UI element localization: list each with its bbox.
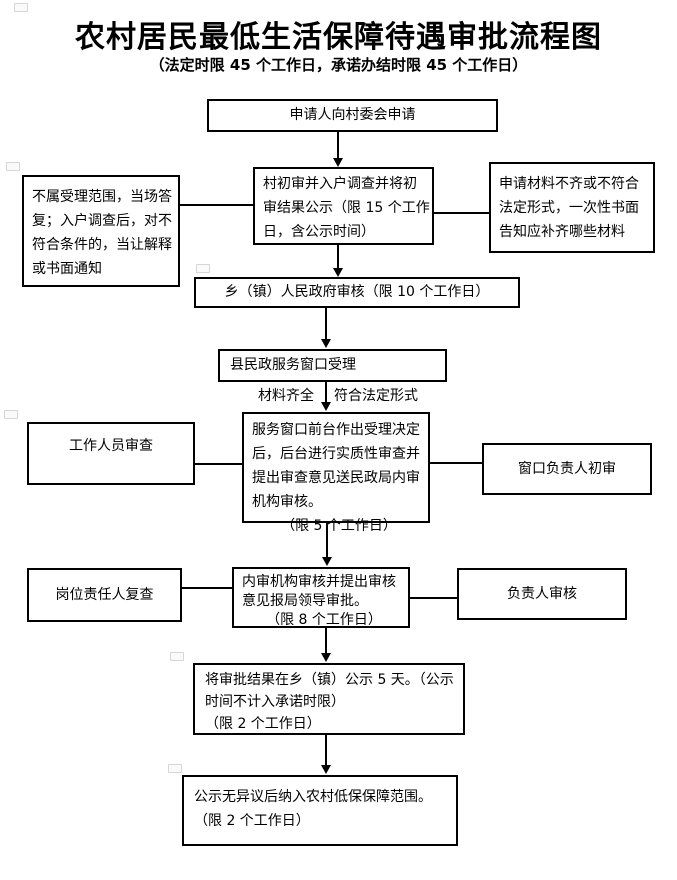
arrowhead-icon bbox=[321, 402, 331, 411]
node-internal-audit-limit: （限 8 个工作日） bbox=[266, 612, 382, 628]
object-anchor-mark bbox=[196, 264, 210, 273]
node-window-decision-limit: （限 5 个工作日） bbox=[281, 518, 397, 534]
node-inclusion: 公示无异议后纳入农村低保保障范围。 （限 2 个工作日） bbox=[182, 775, 458, 846]
node-inclusion-label: 公示无异议后纳入农村低保保障范围。 bbox=[194, 789, 432, 805]
object-anchor-mark bbox=[14, 3, 28, 12]
node-reject-notice-label: 不属受理范围，当场答复；入户调查后，对不符合条件的，当让解释或书面通知 bbox=[32, 189, 172, 277]
node-township-review: 乡（镇）人民政府审核（限 10 个工作日） bbox=[194, 277, 520, 308]
node-post-recheck-label: 岗位责任人复查 bbox=[55, 587, 154, 603]
node-apply: 申请人向村委会申请 bbox=[207, 99, 498, 132]
node-county-window: 县民政服务窗口受理 bbox=[218, 349, 447, 382]
arrowhead-icon bbox=[321, 765, 331, 774]
arrow-county-to-window-decision bbox=[325, 382, 327, 403]
node-post-recheck: 岗位责任人复查 bbox=[27, 568, 182, 622]
node-window-chief-review-label: 窗口负责人初审 bbox=[518, 461, 616, 477]
arrowhead-icon bbox=[321, 653, 331, 662]
node-chief-review: 负责人审核 bbox=[457, 568, 627, 620]
object-anchor-mark bbox=[6, 162, 20, 171]
node-staff-review: 工作人员审查 bbox=[27, 422, 195, 485]
arrowhead-icon bbox=[333, 158, 343, 167]
object-anchor-mark bbox=[170, 652, 184, 661]
page-title: 农村居民最低生活保障待遇审批流程图 bbox=[75, 20, 602, 55]
arrowhead-icon bbox=[333, 268, 343, 277]
node-village-review-label: 村初审并入户调查并将初审结果公示（限 15 个工作日，含公示时间） bbox=[263, 176, 430, 240]
node-supplement-notice: 申请材料不齐或不符合法定形式，一次性书面告知应补齐哪些材料 bbox=[489, 162, 655, 253]
node-publicity-label: 将审批结果在乡（镇）公示 5 天。（公示时间不计入承诺时限） bbox=[205, 672, 454, 710]
connector-village-to-supplement bbox=[434, 212, 489, 214]
connector-village-to-reject bbox=[180, 204, 253, 206]
node-inclusion-limit: （限 2 个工作日） bbox=[194, 813, 310, 829]
connector-recheck-to-audit bbox=[182, 587, 232, 589]
arrow-audit-to-publicity bbox=[325, 628, 327, 654]
node-chief-review-label: 负责人审核 bbox=[507, 586, 577, 602]
connector-decision-to-chief bbox=[430, 462, 482, 464]
arrowhead-icon bbox=[322, 557, 332, 566]
object-anchor-mark bbox=[168, 764, 182, 773]
connector-audit-to-chief bbox=[410, 597, 457, 599]
node-publicity: 将审批结果在乡（镇）公示 5 天。（公示时间不计入承诺时限） （限 2 个工作日） bbox=[193, 663, 465, 735]
node-internal-audit-label: 内审机构审核并提出审核意见报局领导审批。 bbox=[242, 574, 396, 609]
arrow-apply-to-village bbox=[337, 131, 339, 158]
object-anchor-mark bbox=[4, 410, 18, 419]
node-window-decision-label: 服务窗口前台作出受理决定后，后台进行实质性审查并提出审查意见送民政局内审机构审核… bbox=[252, 422, 420, 510]
connector-staff-to-decision bbox=[195, 463, 242, 465]
arrow-village-to-township bbox=[337, 245, 339, 269]
arrow-decision-to-audit bbox=[326, 523, 328, 558]
node-reject-notice: 不属受理范围，当场答复；入户调查后，对不符合条件的，当让解释或书面通知 bbox=[22, 175, 180, 287]
node-internal-audit: 内审机构审核并提出审核意见报局领导审批。 （限 8 个工作日） bbox=[232, 567, 410, 628]
node-apply-label: 申请人向村委会申请 bbox=[289, 107, 416, 123]
node-staff-review-label: 工作人员审查 bbox=[69, 438, 153, 454]
arrow-township-to-county bbox=[325, 308, 327, 340]
node-publicity-limit: （限 2 个工作日） bbox=[205, 716, 321, 732]
node-supplement-notice-label: 申请材料不齐或不符合法定形式，一次性书面告知应补齐哪些材料 bbox=[499, 176, 639, 240]
node-window-decision: 服务窗口前台作出受理决定后，后台进行实质性审查并提出审查意见送民政局内审机构审核… bbox=[242, 412, 430, 534]
label-materials-complete: 材料齐全 bbox=[258, 388, 314, 404]
node-village-review: 村初审并入户调查并将初审结果公示（限 15 个工作日，含公示时间） bbox=[253, 167, 434, 245]
arrowhead-icon bbox=[321, 339, 331, 348]
node-township-review-label: 乡（镇）人民政府审核（限 10 个工作日） bbox=[224, 284, 490, 300]
node-window-chief-review: 窗口负责人初审 bbox=[482, 443, 652, 495]
label-legal-form: 符合法定形式 bbox=[334, 388, 418, 404]
node-county-window-label: 县民政服务窗口受理 bbox=[230, 357, 356, 373]
arrow-publicity-to-inclusion bbox=[325, 735, 327, 766]
page-subtitle: （法定时限 45 个工作日，承诺办结时限 45 个工作日） bbox=[149, 56, 528, 74]
